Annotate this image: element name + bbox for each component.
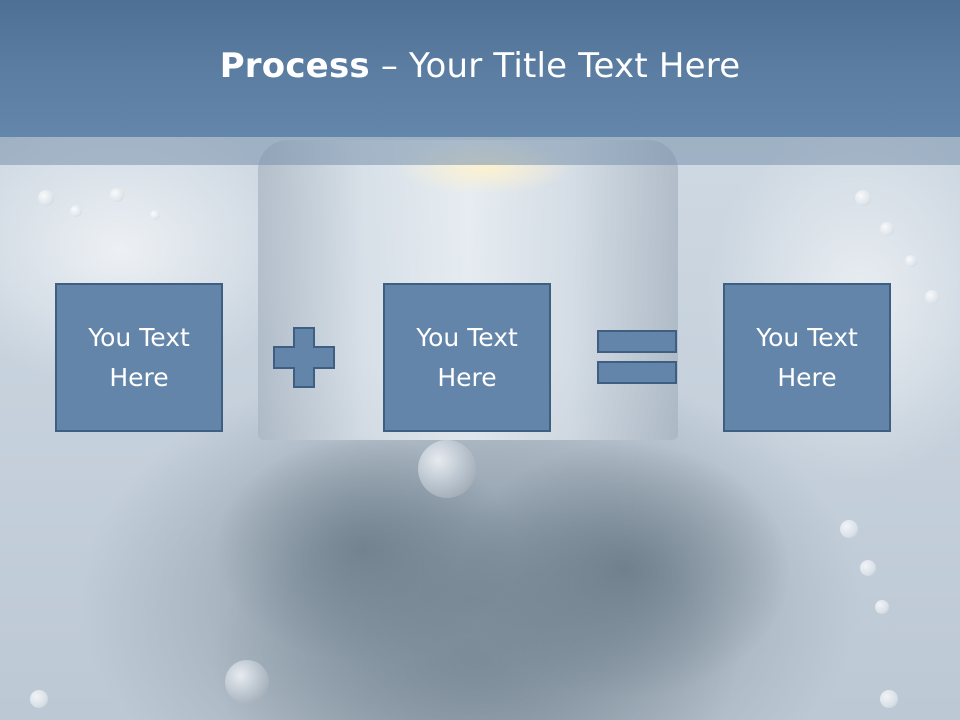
bead — [30, 690, 48, 708]
bead — [880, 690, 898, 708]
plus-icon — [273, 327, 335, 388]
bead — [905, 255, 917, 267]
process-step-text: You Text Here — [416, 322, 518, 392]
equals-icon — [597, 330, 677, 384]
process-step-text: You Text Here — [756, 322, 858, 392]
bead — [110, 188, 124, 202]
ornament-ball — [418, 440, 476, 498]
title-sub-band — [0, 137, 960, 165]
process-step-box-3[interactable]: You Text Here — [723, 283, 891, 432]
ornament-ball — [225, 660, 269, 704]
bead — [840, 520, 858, 538]
bead — [150, 210, 160, 220]
bead — [70, 205, 82, 217]
bead — [38, 190, 54, 206]
bead — [860, 560, 876, 576]
title-rest: – Your Title Text Here — [369, 45, 741, 86]
bead — [880, 222, 894, 236]
process-step-text: You Text Here — [88, 322, 190, 392]
pine-foliage-image — [105, 400, 845, 720]
title-band: Process – Your Title Text Here — [0, 0, 960, 137]
process-step-box-1[interactable]: You Text Here — [55, 283, 223, 432]
bead — [875, 600, 889, 614]
bead — [855, 190, 871, 206]
slide-title[interactable]: Process – Your Title Text Here — [220, 46, 741, 86]
title-bold: Process — [219, 45, 370, 86]
bead — [925, 290, 939, 304]
process-step-box-2[interactable]: You Text Here — [383, 283, 551, 432]
